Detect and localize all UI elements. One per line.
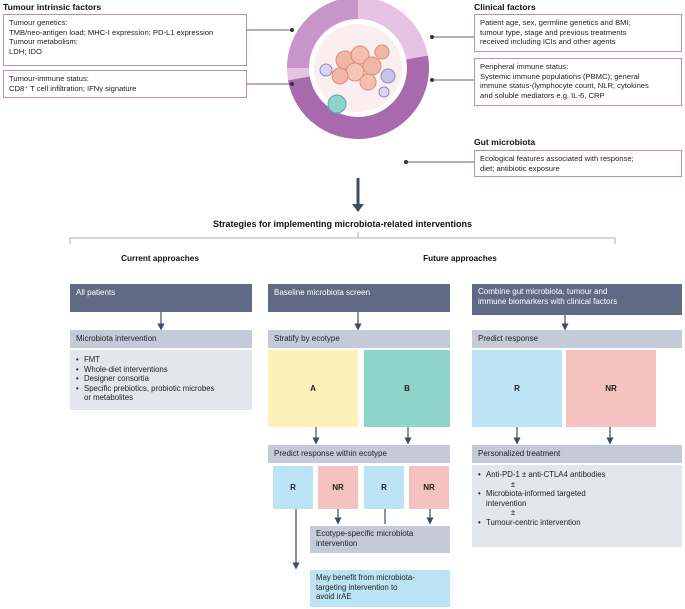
tumour-cells-illustration (319, 44, 396, 114)
tumour-genetics-box: Tumour genetics: TMB/neo-antigen load; M… (3, 14, 247, 66)
strategies-title: Strategies for implementing microbiota-r… (212, 219, 473, 229)
list-item: Designer consortia (76, 374, 246, 384)
clinical-patient-box: Patient age, sex, germline genetics and … (474, 14, 682, 52)
plus-minus-sign: ± (510, 479, 516, 489)
list-item-continuation: intervention (486, 498, 527, 508)
ecotype-specific-intervention-box: Ecotype-specific microbiota intervention (310, 526, 450, 553)
stratify-ecotype-box: Stratify by ecotype (268, 330, 450, 348)
ecotype-b-non-responder-box: NR (409, 466, 449, 509)
peripheral-box-line: Peripheral immune status: (480, 62, 569, 71)
tumour-box-line: Tumour genetics: (9, 18, 68, 27)
list-item: Specific prebiotics, probiotic microbes (76, 384, 246, 394)
list-item: Microbiota-informed targeted (478, 489, 676, 499)
predict-response-box: Predict response (472, 330, 682, 348)
list-item: Tumour-centric intervention (478, 518, 676, 528)
treatment-options-list: Anti-PD-1 ± anti-CTLA4 antibodies ± Micr… (472, 465, 682, 547)
list-item: Anti-PD-1 ± anti-CTLA4 antibodies (478, 470, 676, 480)
ecotype-a-box: A (268, 350, 358, 427)
tumour-factors-title: Tumour intrinsic factors (3, 2, 102, 12)
clinical-box-line: tumour type, stage and previous treatmen… (480, 27, 627, 37)
gut-microbiota-box: Ecological features associated with resp… (474, 150, 682, 177)
box-line: targeting intervention to (316, 582, 398, 592)
box-line: immune biomarkers with clinical factors (478, 297, 618, 306)
tumour-immune-line: Tumour-immune status: (9, 74, 89, 83)
baseline-screen-box: Baseline microbiota screen (268, 284, 450, 312)
tumour-immune-line: CD8⁺ T cell infiltration; IFNγ signature (9, 83, 137, 93)
tumour-immune-box: Tumour-immune status: CD8⁺ T cell infilt… (3, 70, 247, 98)
microbiota-intervention-box: Microbiota intervention (70, 330, 252, 348)
current-approaches-title: Current approaches (121, 254, 199, 263)
combine-biomarkers-box: Combine gut microbiota, tumour and immun… (472, 284, 682, 315)
peripheral-box-line: immune status-(lymphocyte count, NLR; cy… (480, 81, 649, 91)
ecotype-a-non-responder-box: NR (318, 466, 358, 509)
list-item: FMT (76, 355, 246, 365)
all-patients-box: All patients (70, 284, 252, 312)
tumour-box-line: TMB/neo-antigen load; MHC-I expression; … (9, 27, 214, 37)
tumour-box-line: Tumour metabolism: (9, 37, 78, 47)
peripheral-box-line: Systemic immune populations (PBMC); gene… (480, 71, 640, 81)
list-item: Whole-diet interventions (76, 365, 246, 375)
peripheral-box-line: and soluble mediators e.g. IL-6, CRP (480, 90, 605, 100)
factor-donut (287, 0, 429, 139)
gut-microbiota-title: Gut microbiota (474, 137, 536, 147)
future-approaches-title: Future approaches (423, 254, 497, 263)
non-responder-box: NR (566, 350, 656, 427)
clinical-factors-title: Clinical factors (474, 2, 536, 12)
box-line: avoid irAE (316, 592, 352, 602)
ecotype-b-box: B (364, 350, 450, 427)
box-line: intervention (316, 539, 358, 548)
responder-box: R (472, 350, 562, 427)
plus-minus-sign: ± (510, 508, 516, 518)
gut-box-line: Ecological features associated with resp… (480, 154, 634, 163)
current-interventions-list: FMT Whole-diet interventions Designer co… (70, 350, 252, 410)
gut-box-line: diet; antibiotic exposure (480, 163, 560, 173)
box-line: Combine gut microbiota, tumour and (478, 287, 608, 296)
list-item-continuation: or metabolites (84, 393, 133, 403)
may-benefit-box: May benefit from microbiota- targeting i… (310, 570, 450, 607)
personalized-treatment-box: Personalized treatment (472, 445, 682, 463)
clinical-box-line: Patient age, sex, germline genetics and … (480, 18, 631, 27)
ecotype-b-responder-box: R (364, 466, 404, 509)
clinical-box-line: received including ICIs and other agents (480, 37, 616, 47)
box-line: Ecotype-specific microbiota (316, 529, 414, 538)
ecotype-a-responder-box: R (273, 466, 313, 509)
peripheral-immune-box: Peripheral immune status: Systemic immun… (474, 58, 682, 106)
predict-within-ecotype-box: Predict response within ecotype (268, 445, 450, 463)
box-line: May benefit from microbiota- (316, 573, 415, 582)
tumour-box-line: LDH; IDO (9, 46, 42, 56)
